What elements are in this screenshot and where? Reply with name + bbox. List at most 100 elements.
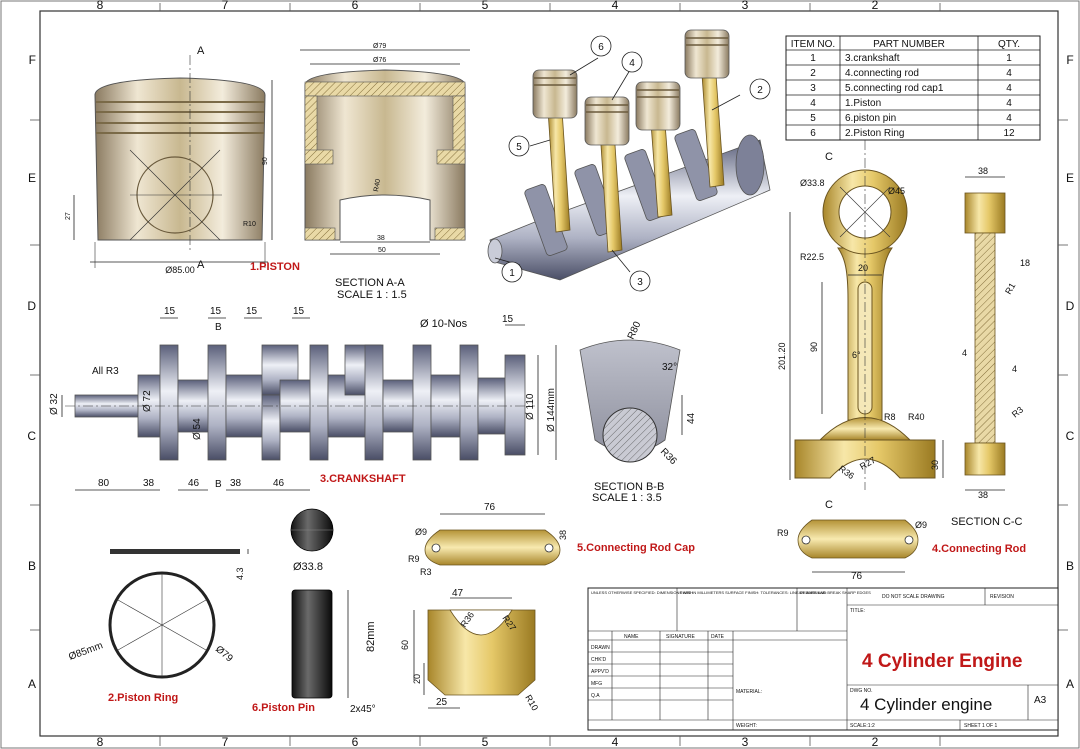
zone-col-bottom: 4	[612, 735, 619, 749]
section-aa-scale: SCALE 1 : 1.5	[337, 289, 407, 301]
bom-header: PART NUMBER	[873, 39, 945, 50]
dim-cr-r40: R40	[908, 412, 925, 422]
zone-row-left: C	[27, 429, 36, 443]
scale-label: SCALE:1:2	[850, 723, 875, 729]
title-block: UNLESS OTHERWISE SPECIFIED: DIMENSIONS A…	[587, 587, 1059, 731]
crankshaft-view: 15 15 15 15 15 B B Ø 10-Nos All R3 Ø 32 …	[49, 306, 557, 491]
dim-cr-30: 30	[930, 460, 940, 470]
dwg-no-label: DWG NO.	[850, 688, 873, 694]
bom-cell: 2	[810, 68, 816, 79]
dim-ring-43: 4.3	[235, 567, 245, 580]
dim-cs-54: Ø 54	[192, 418, 203, 440]
tb-row-label: MFG	[591, 681, 602, 687]
dim-cap-25: 25	[436, 697, 448, 708]
dim-cs-46b: 46	[273, 478, 285, 489]
dim-cr-45: Ø45	[888, 186, 905, 196]
dim-cap-76: 76	[484, 502, 496, 513]
rod-cap-side-view: 76 R9 Ø9 4.Connecting Rod	[777, 519, 1026, 582]
deburr-label: DEBURR AND BREAK SHARP EDGES	[800, 590, 871, 595]
dim-cs-holes: Ø 10-Nos	[420, 318, 468, 330]
section-aa-view: Ø79 Ø76 38 50 R40 SECTION A-A SCALE 1 : …	[300, 43, 470, 301]
tb-row-label: CHK'D	[591, 657, 607, 663]
bom-cell: 12	[1003, 128, 1015, 139]
dim-cap-20: 20	[412, 674, 422, 684]
dim-cap-47: 47	[452, 588, 464, 599]
dim-cs-72: Ø 72	[142, 390, 153, 412]
inner-border	[39, 10, 1059, 737]
tb-row-label: Q.A	[591, 693, 600, 699]
piston-pin-label: 6.Piston Pin	[252, 702, 315, 714]
weight-label: WEIGHT:	[736, 723, 757, 729]
zone-col-top: 4	[612, 0, 619, 12]
dim-cap-r9: R9	[408, 554, 420, 564]
rod-cap-front-view: 47 R36 R27 60 20 25 R10	[400, 588, 540, 712]
zone-markers: 8 7 6 5 4 3 2 8 7 6 5 4 3 2 F E D C B A …	[27, 0, 1074, 749]
col-signature: SIGNATURE	[666, 634, 695, 640]
zone-col-bottom: 8	[97, 735, 104, 749]
dim-cs-15d: 15	[293, 306, 305, 317]
dim-bb-32: 32°	[662, 362, 677, 373]
bom-cell: 6	[810, 128, 816, 139]
no-scale-label: DO NOT SCALE DRAWING	[882, 594, 945, 600]
dim-cs-46a: 46	[188, 478, 200, 489]
dim-piston-dia: Ø85.00	[165, 265, 195, 275]
zone-col-bottom: 3	[742, 735, 749, 749]
bom-cell: 2.Piston Ring	[845, 128, 904, 139]
dim-cs-144: Ø 144mm	[546, 388, 557, 432]
cut-a-bottom: A	[197, 259, 205, 271]
section-bb-title: SECTION B-B	[594, 481, 664, 493]
dim-cc-38b: 38	[978, 490, 988, 500]
dim-bb-44: 44	[686, 412, 697, 424]
dim-sec-38: 38	[377, 235, 385, 242]
dim-cc-4a: 4	[962, 348, 967, 358]
tolerance-note: UNLESS OTHERWISE SPECIFIED: DIMENSIONS A…	[591, 590, 827, 595]
dim-sec-r40: R40	[373, 178, 382, 192]
balloon: 1	[509, 268, 515, 279]
cut-b-bottom: B	[215, 479, 222, 490]
dim-cr-338: Ø33.8	[800, 178, 825, 188]
col-name: NAME	[624, 634, 639, 640]
piston-front-view: Ø85.00 90 27 R10 A A 1.PISTON	[65, 45, 300, 275]
col-date: DATE	[711, 634, 725, 640]
dim-pin-82: 82mm	[365, 621, 377, 652]
bom-header: QTY.	[998, 39, 1020, 50]
bom-header: ITEM NO.	[791, 39, 835, 50]
bom-cell: 3.crankshaft	[845, 53, 900, 64]
dim-cap-r3: R3	[420, 567, 432, 577]
bom-cell: 1.Piston	[845, 98, 881, 109]
dim-cr-90: 90	[809, 342, 819, 352]
rod-cap-top-view: 76 38 Ø9 R9 R3 5.Connecting Rod Cap	[408, 502, 695, 577]
zone-row-left: E	[28, 171, 36, 185]
drawing-title: 4 Cylinder Engine	[862, 651, 1022, 672]
dim-cap2-76: 76	[851, 571, 863, 582]
zone-col-bottom: 2	[872, 735, 879, 749]
zone-col-bottom: 5	[482, 735, 489, 749]
sheet-size: A3	[1034, 695, 1047, 706]
bom-cell: 4	[810, 98, 816, 109]
tb-row-label: APPV'D	[591, 669, 609, 675]
zone-col-top: 2	[872, 0, 879, 12]
revision-label: REVISION	[990, 594, 1014, 600]
zone-row-right: A	[1066, 677, 1074, 691]
dim-pin-chamfer: 2x45°	[350, 704, 376, 715]
zone-col-top: 8	[97, 0, 104, 12]
zone-col-top: 3	[742, 0, 749, 12]
dim-cs-15e: 15	[502, 314, 514, 325]
bom-cell: 6.piston pin	[845, 113, 896, 124]
dim-cap2-r9: R9	[777, 528, 789, 538]
piston-label: 1.PISTON	[250, 261, 300, 273]
material-label: MATERIAL:	[736, 689, 762, 695]
zone-col-bottom: 6	[352, 735, 359, 749]
dim-cs-38a: 38	[143, 478, 155, 489]
dim-cs-80: 80	[98, 478, 110, 489]
dim-sec-76: Ø76	[373, 57, 386, 64]
zone-row-left: A	[28, 677, 36, 691]
dim-piston-27: 27	[65, 212, 72, 220]
bom-cell: 4	[1006, 98, 1012, 109]
cut-a-top: A	[197, 45, 205, 57]
dim-cs-15a: 15	[164, 306, 176, 317]
balloon: 2	[757, 85, 763, 96]
connecting-rod-label: 4.Connecting Rod	[932, 543, 1026, 555]
zone-col-top: 6	[352, 0, 359, 12]
zone-col-top: 7	[222, 0, 229, 12]
